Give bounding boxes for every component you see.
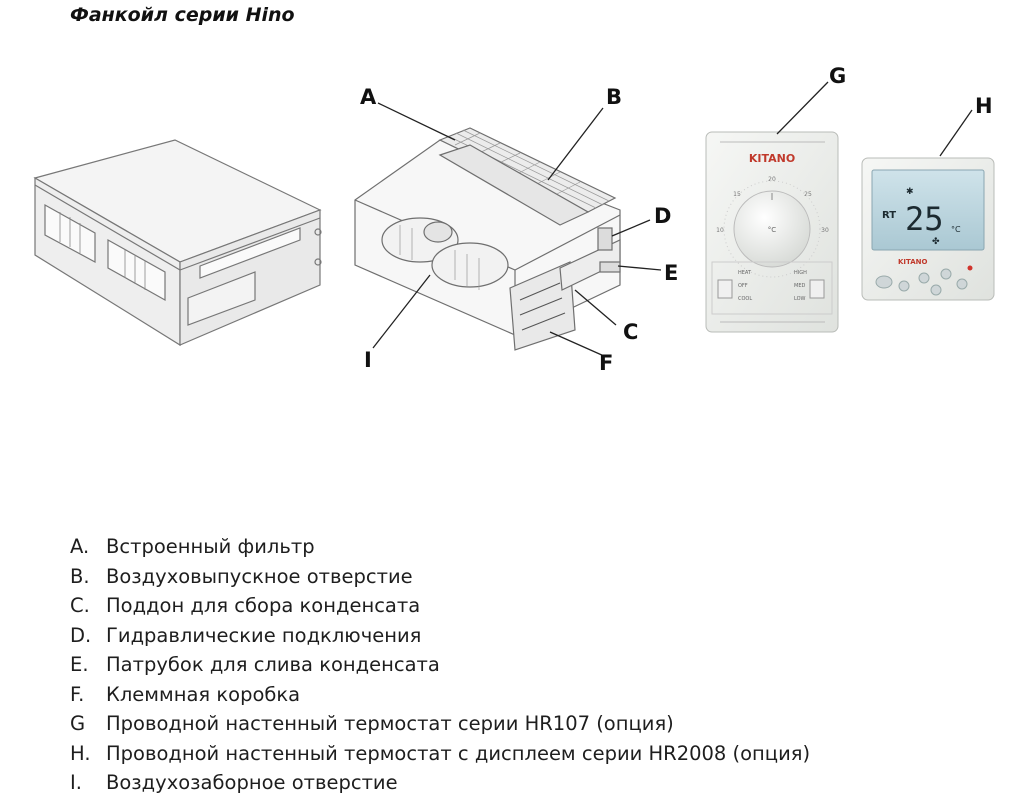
fancoil-diagram: KITANO 15 20 25 10 30 °C HEAT OFF COOL H…	[33, 64, 995, 375]
switch-label-cool: COOL	[738, 296, 752, 302]
snowflake-icon: ✱	[906, 187, 914, 197]
legend-text: Гидравлические подключения	[106, 623, 422, 647]
rt-label: RT	[882, 210, 896, 221]
legend-key: G	[70, 712, 86, 735]
legend-key: I.	[70, 771, 82, 794]
legend-item: D. Гидравлические подключения	[70, 621, 810, 651]
switch-label-heat: HEAT	[738, 270, 752, 276]
switch-label-off: OFF	[738, 283, 748, 289]
legend-item: I. Воздухозаборное отверстие	[70, 768, 810, 798]
page-title: Фанкойл серии Hino	[70, 4, 295, 26]
switch-label-low: LOW	[794, 296, 806, 302]
fan-icon: ✤	[932, 237, 940, 247]
fan-button[interactable]	[918, 272, 930, 284]
legend-item: H. Проводной настенный термостат с диспле…	[70, 739, 810, 769]
legend-key: D.	[70, 623, 92, 647]
callout-f: F	[599, 351, 613, 375]
legend-item: F. Клеммная коробка	[70, 680, 810, 710]
legend-key: H.	[70, 741, 91, 765]
legend-item: A. Встроенный фильтр	[70, 532, 810, 562]
fan-speed-switch[interactable]	[809, 279, 825, 299]
legend-text: Поддон для сбора конденсата	[106, 594, 421, 617]
callout-g: G	[829, 64, 846, 88]
timer-button[interactable]	[956, 278, 968, 290]
legend-text: Патрубок для слива конденсата	[106, 653, 440, 676]
legend-key: E.	[70, 653, 89, 676]
legend-text: Встроенный фильтр	[106, 535, 315, 558]
legend-text: Клеммная коробка	[106, 682, 301, 706]
leader-lines	[372, 81, 973, 357]
temperature-knob[interactable]	[733, 190, 811, 268]
switch-label-high: HIGH	[794, 270, 807, 276]
legend-item: C. Поддон для сбора конденсата	[70, 591, 810, 621]
legend-item: B. Воздуховыпускное отверстие	[70, 562, 810, 592]
legend-item: G Проводной настенный термостат серии HR1…	[70, 709, 810, 739]
legend-key: B.	[70, 564, 90, 588]
switch-label-med: MED	[794, 283, 805, 289]
callout-a: A	[360, 85, 377, 109]
legend-key: F.	[70, 682, 85, 706]
mode-switch[interactable]	[717, 279, 733, 299]
legend-text: Воздухозаборное отверстие	[106, 771, 398, 794]
lcd-screen	[871, 169, 985, 251]
legend-text: Воздуховыпускное отверстие	[106, 564, 413, 588]
callout-i: I	[364, 348, 372, 372]
scale-label-30: 30	[821, 227, 829, 234]
legend-text: Проводной настенный термостат серии HR10…	[106, 712, 674, 735]
open-unit-drawing	[354, 127, 621, 351]
thermostat-h-brand: KITANO	[898, 258, 928, 266]
up-button[interactable]	[940, 268, 952, 280]
thermostat-g-brand: KITANO	[749, 152, 795, 165]
scale-label-10: 10	[716, 227, 724, 234]
scale-label-15: 15	[733, 191, 741, 198]
legend-key: A.	[70, 535, 90, 558]
power-button[interactable]	[875, 275, 893, 289]
callout-b: B	[606, 85, 622, 109]
thermostat-hr107: KITANO 15 20 25 10 30 °C HEAT OFF COOL H…	[705, 131, 839, 333]
mode-button[interactable]	[898, 280, 910, 292]
callout-d: D	[654, 204, 671, 228]
callout-c: C	[623, 320, 638, 344]
scale-label-20: 20	[768, 176, 776, 183]
knob-unit: °C	[768, 226, 777, 234]
closed-unit-drawing	[33, 139, 322, 347]
lcd-unit: °C	[951, 225, 961, 234]
power-led-icon	[967, 265, 973, 271]
callout-e: E	[664, 261, 678, 285]
lcd-temperature: 25	[905, 200, 944, 238]
legend-text: Проводной настенный термостат с дисплеем…	[106, 741, 811, 765]
components-legend: A. Встроенный фильтр B. Воздуховыпускное о…	[70, 532, 810, 798]
down-button[interactable]	[930, 284, 942, 296]
thermostat-hr2008: RT 25 °C ✱ ✤ KITANO	[861, 157, 995, 301]
scale-label-25: 25	[804, 191, 812, 198]
legend-item: E. Патрубок для слива конденсата	[70, 650, 810, 680]
legend-key: C.	[70, 594, 90, 617]
callout-h: H	[975, 94, 993, 118]
